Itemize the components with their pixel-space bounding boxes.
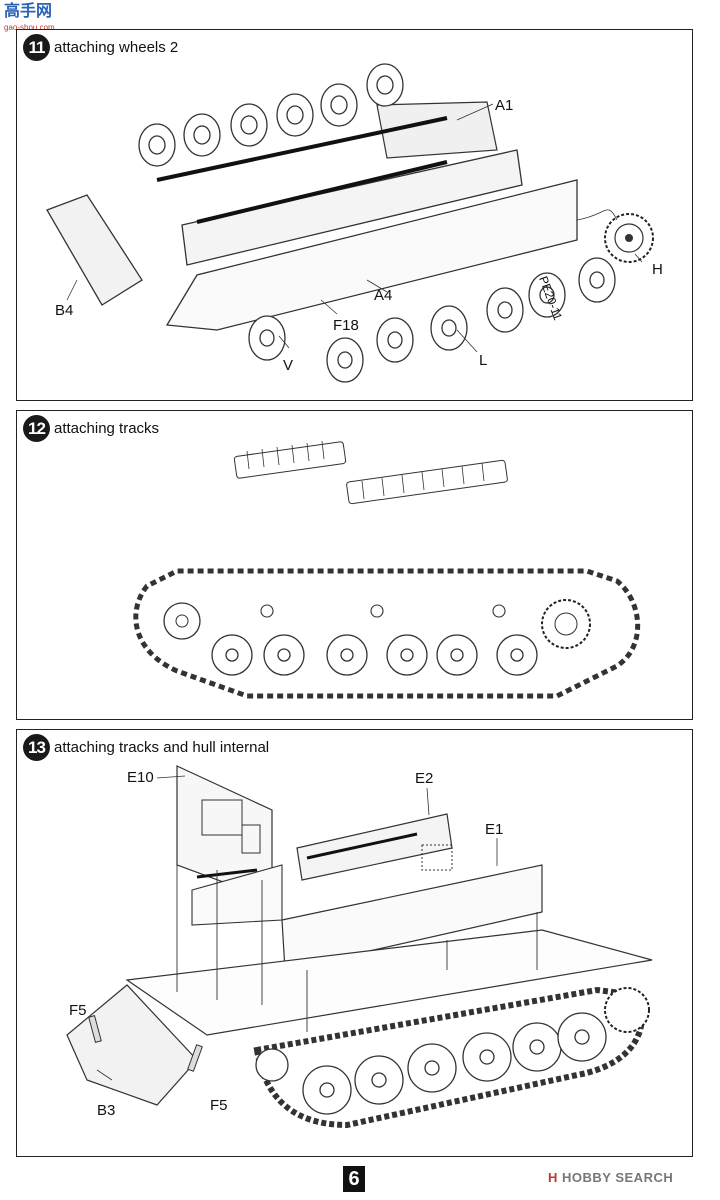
- page-number: 6: [343, 1166, 365, 1192]
- hobby-search-watermark: H HOBBY SEARCH: [548, 1170, 674, 1185]
- step-number-badge: 12: [23, 415, 50, 442]
- step-13-panel: 13 attaching tracks and hull internal: [16, 729, 693, 1157]
- step-title: attaching tracks and hull internal: [54, 739, 270, 756]
- step-number-badge: 11: [23, 34, 50, 61]
- step-13-header: 13 attaching tracks and hull internal: [23, 734, 269, 761]
- part-label-v: V: [283, 357, 293, 374]
- part-label-h: H: [652, 261, 663, 278]
- part-label-e2: E2: [415, 770, 433, 787]
- step-number-badge: 13: [23, 734, 50, 761]
- part-label-a4: A4: [374, 287, 392, 304]
- step-13-diagram: E10 E2 E1 F5 F5 B3: [66, 765, 653, 1129]
- part-label-a1: A1: [495, 97, 513, 114]
- part-label-b3: B3: [97, 1102, 115, 1119]
- step-11-panel: 11 attaching wheels 2: [16, 29, 693, 401]
- part-label-f18: F18: [333, 317, 359, 334]
- part-label-e10: E10: [127, 769, 154, 786]
- site-watermark-logo: 高手网 gao-shou.com: [4, 3, 55, 33]
- step-12-header: 12 attaching tracks: [23, 415, 159, 442]
- part-label-f5: F5: [210, 1097, 228, 1114]
- part-label-l: L: [479, 352, 487, 369]
- step-11-header: 11 attaching wheels 2: [23, 34, 178, 61]
- step-12-panel: 12 attaching tracks: [16, 410, 693, 720]
- part-label-f5: F5: [69, 1002, 87, 1019]
- step-12-diagram: [133, 440, 641, 699]
- step-11-diagram: A1 B4 A4 F18 V L H PE20-11: [46, 63, 663, 383]
- part-label-b4: B4: [55, 302, 73, 319]
- step-title: attaching tracks: [54, 420, 160, 437]
- part-label-e1: E1: [485, 821, 503, 838]
- step-title: attaching wheels 2: [54, 39, 179, 56]
